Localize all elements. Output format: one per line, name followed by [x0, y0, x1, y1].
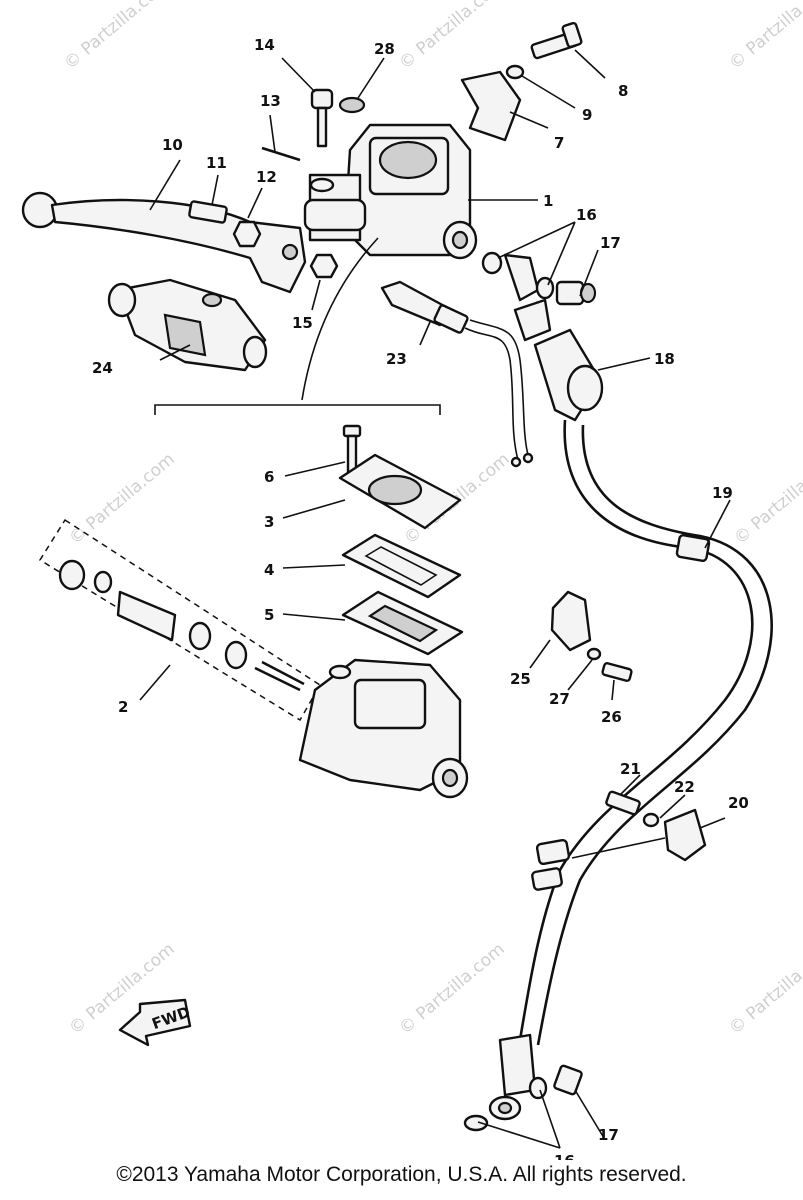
brake-lever: [21, 191, 307, 294]
leader-lines: [139, 49, 731, 1149]
callout-5: 5: [264, 606, 274, 624]
callout-25: 25: [510, 670, 531, 688]
callout-18: 18: [654, 350, 675, 368]
callout-23: 23: [386, 350, 407, 368]
callout-24: 24: [92, 359, 113, 377]
watermark: © Partzilla.com: [65, 449, 178, 549]
callout-13: 13: [260, 92, 281, 110]
fwd-arrow-icon: FWD: [118, 998, 192, 1047]
callout-11: 11: [206, 154, 227, 172]
callout-4: 4: [264, 561, 274, 579]
watermark: © Partzilla.com: [725, 939, 803, 1039]
watermark: © Partzilla.com: [60, 0, 173, 74]
callout-16-lower: 16: [554, 1152, 575, 1160]
callout-14: 14: [254, 36, 275, 54]
callout-20: 20: [728, 794, 749, 812]
hose-clamp-lower: [605, 790, 707, 862]
callout-1: 1: [543, 192, 553, 210]
brake-hose-assembly: [463, 251, 773, 1132]
callout-16-upper: 16: [576, 206, 597, 224]
callout-3: 3: [264, 513, 274, 531]
piston-kit: [38, 518, 322, 722]
callout-26: 26: [601, 708, 622, 726]
watermark: © Partzilla.com: [395, 0, 508, 74]
watermark: © Partzilla.com: [730, 449, 803, 549]
callout-22: 22: [674, 778, 695, 796]
group-pointer: [154, 237, 441, 415]
clamp-hardware: [460, 21, 583, 142]
callout-2: 2: [118, 698, 128, 716]
callout-12: 12: [256, 168, 277, 186]
hose-clamp-upper: [550, 590, 633, 682]
reservoir-cap-stack: [338, 424, 464, 656]
watermark: © Partzilla.com: [725, 0, 803, 74]
callout-28: 28: [374, 40, 395, 58]
callout-15: 15: [292, 314, 313, 332]
callout-6: 6: [264, 468, 274, 486]
callout-21: 21: [620, 760, 641, 778]
master-cylinder-assembly: [261, 88, 478, 279]
callout-17-upper: 17: [600, 234, 621, 252]
brake-switch: [380, 280, 534, 468]
callout-8: 8: [618, 82, 628, 100]
callout-19: 19: [712, 484, 733, 502]
callout-10: 10: [162, 136, 183, 154]
callout-numbers: 1 2 3 4 5 6 7 8 9 10 11 12 13 14 15 16 1…: [92, 36, 749, 1160]
callout-7: 7: [554, 134, 564, 152]
callout-17-lower: 17: [598, 1126, 619, 1144]
callout-27: 27: [549, 690, 570, 708]
callout-9: 9: [582, 106, 592, 124]
lever-holder: [107, 278, 268, 372]
copyright-notice: ©2013 Yamaha Motor Corporation, U.S.A. A…: [116, 1163, 687, 1186]
watermark: © Partzilla.com: [395, 939, 508, 1039]
exploded-view-svg: © Partzilla.com © Partzilla.com © Partzi…: [21, 0, 803, 1160]
cylinder-body-exploded: [298, 658, 469, 799]
